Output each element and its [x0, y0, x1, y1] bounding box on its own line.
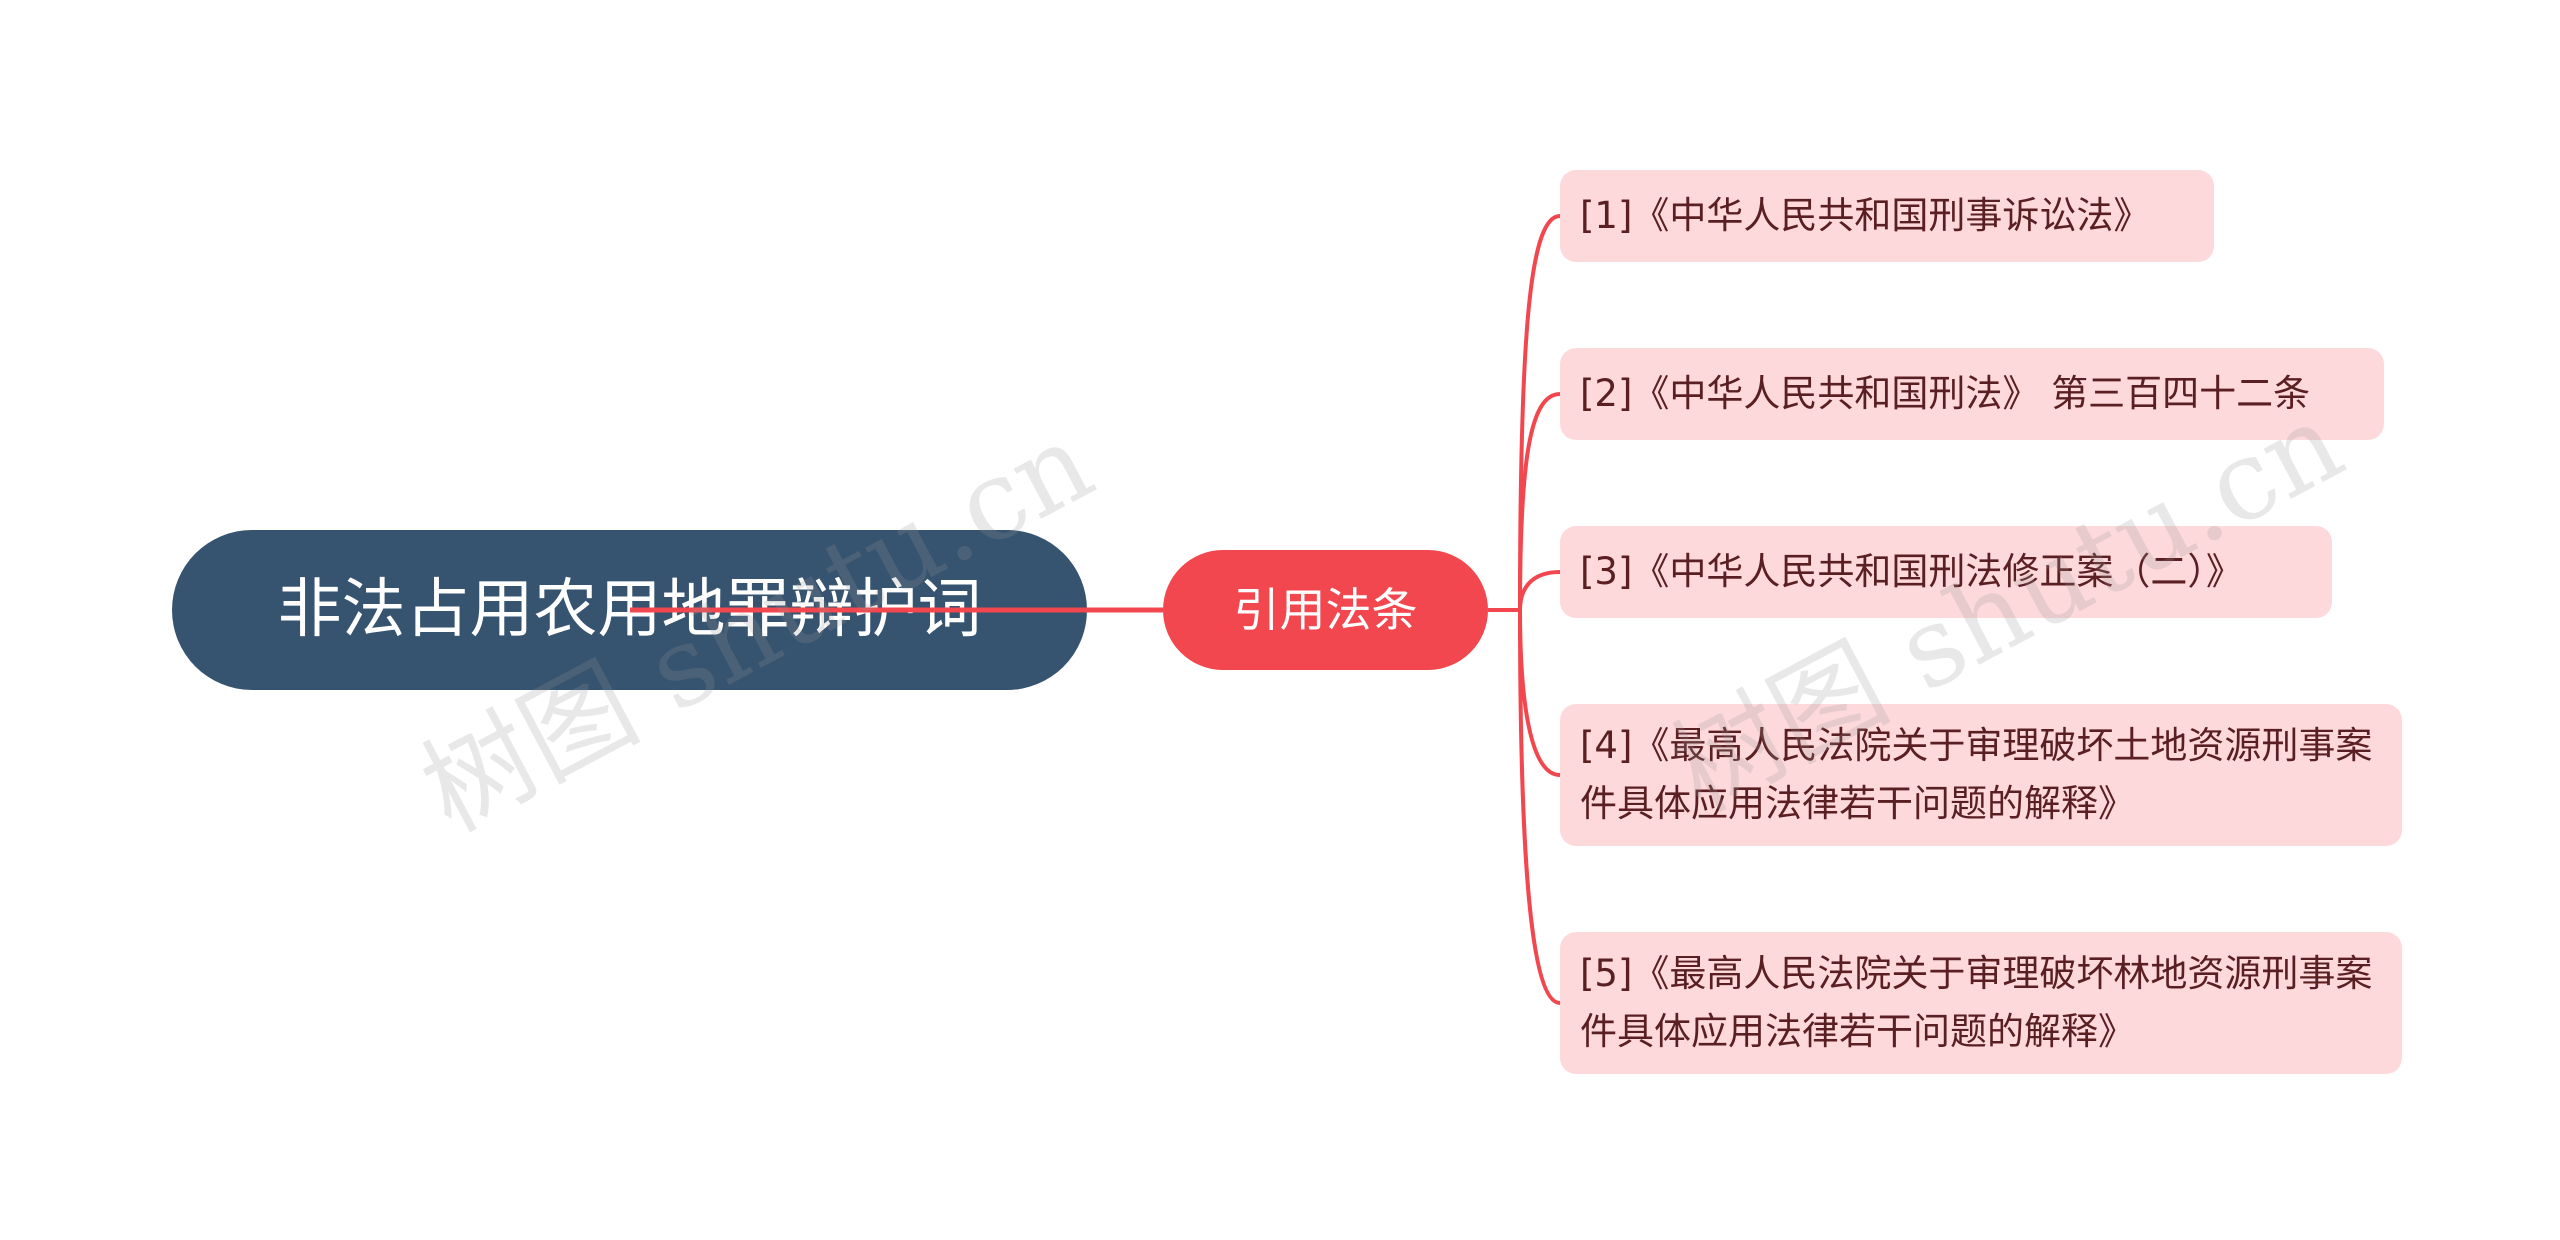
- branch-topic-label: 引用法条: [1233, 583, 1418, 637]
- branch-to-leaf-2-connector: [1488, 392, 1561, 612]
- leaf-topic-label: [2]《中华人民共和国刑法》 第三百四十二条: [1580, 372, 2311, 415]
- leaf-topic-label: [1]《中华人民共和国刑事诉讼法》: [1580, 194, 2151, 237]
- leaf-topic-label: [4]《最高人民法院关于审理破坏土地资源刑事案件具体应用法律若干问题的解释》: [1580, 724, 2373, 825]
- leaf-topic-label: [5]《最高人民法院关于审理破坏林地资源刑事案件具体应用法律若干问题的解释》: [1580, 952, 2373, 1053]
- leaf-topic-3[interactable]: [3]《中华人民共和国刑法修正案（二）》: [1560, 526, 2332, 618]
- branch-to-leaf-5-connector: [1488, 608, 1561, 1005]
- leaf-topic-1[interactable]: [1]《中华人民共和国刑事诉讼法》: [1560, 170, 2214, 262]
- branch-to-leaf-3-connector: [1488, 570, 1561, 612]
- branch-to-leaf-1-connector: [1488, 214, 1561, 612]
- leaf-topic-4[interactable]: [4]《最高人民法院关于审理破坏土地资源刑事案件具体应用法律若干问题的解释》: [1560, 704, 2402, 846]
- root-topic-label: 非法占用农用地罪辩护词: [277, 573, 982, 647]
- leaf-topic-2[interactable]: [2]《中华人民共和国刑法》 第三百四十二条: [1560, 348, 2384, 440]
- branch-to-leaf-4-connector: [1488, 608, 1561, 777]
- leaf-topic-label: [3]《中华人民共和国刑法修正案（二）》: [1580, 550, 2243, 593]
- root-topic[interactable]: 非法占用农用地罪辩护词: [172, 530, 1087, 690]
- branch-topic-cited-laws[interactable]: 引用法条: [1163, 550, 1488, 670]
- leaf-topic-5[interactable]: [5]《最高人民法院关于审理破坏林地资源刑事案件具体应用法律若干问题的解释》: [1560, 932, 2402, 1074]
